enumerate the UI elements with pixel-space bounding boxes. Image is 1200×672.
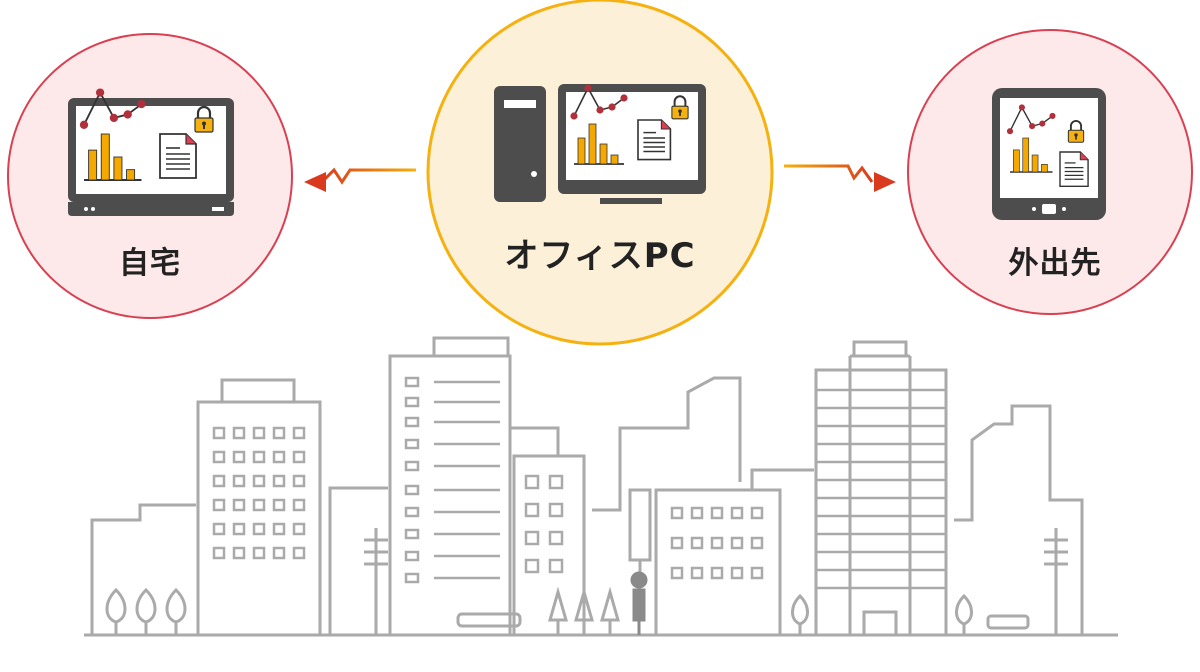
lightning-arrow-right-icon <box>784 164 896 192</box>
desktop-pc-icon <box>494 83 706 204</box>
cityscape-illustration <box>84 336 1118 637</box>
tablet-icon <box>992 88 1106 220</box>
building-a-windows <box>212 426 306 560</box>
away-node <box>907 29 1193 315</box>
home-label: 自宅 <box>119 246 181 281</box>
away-label: 外出先 <box>1008 246 1102 281</box>
office-node <box>426 0 774 346</box>
lightning-arrow-left-icon <box>304 167 416 192</box>
laptop-icon <box>68 87 234 216</box>
home-node <box>7 33 293 319</box>
office-pc-label: オフィスPC <box>504 236 696 276</box>
